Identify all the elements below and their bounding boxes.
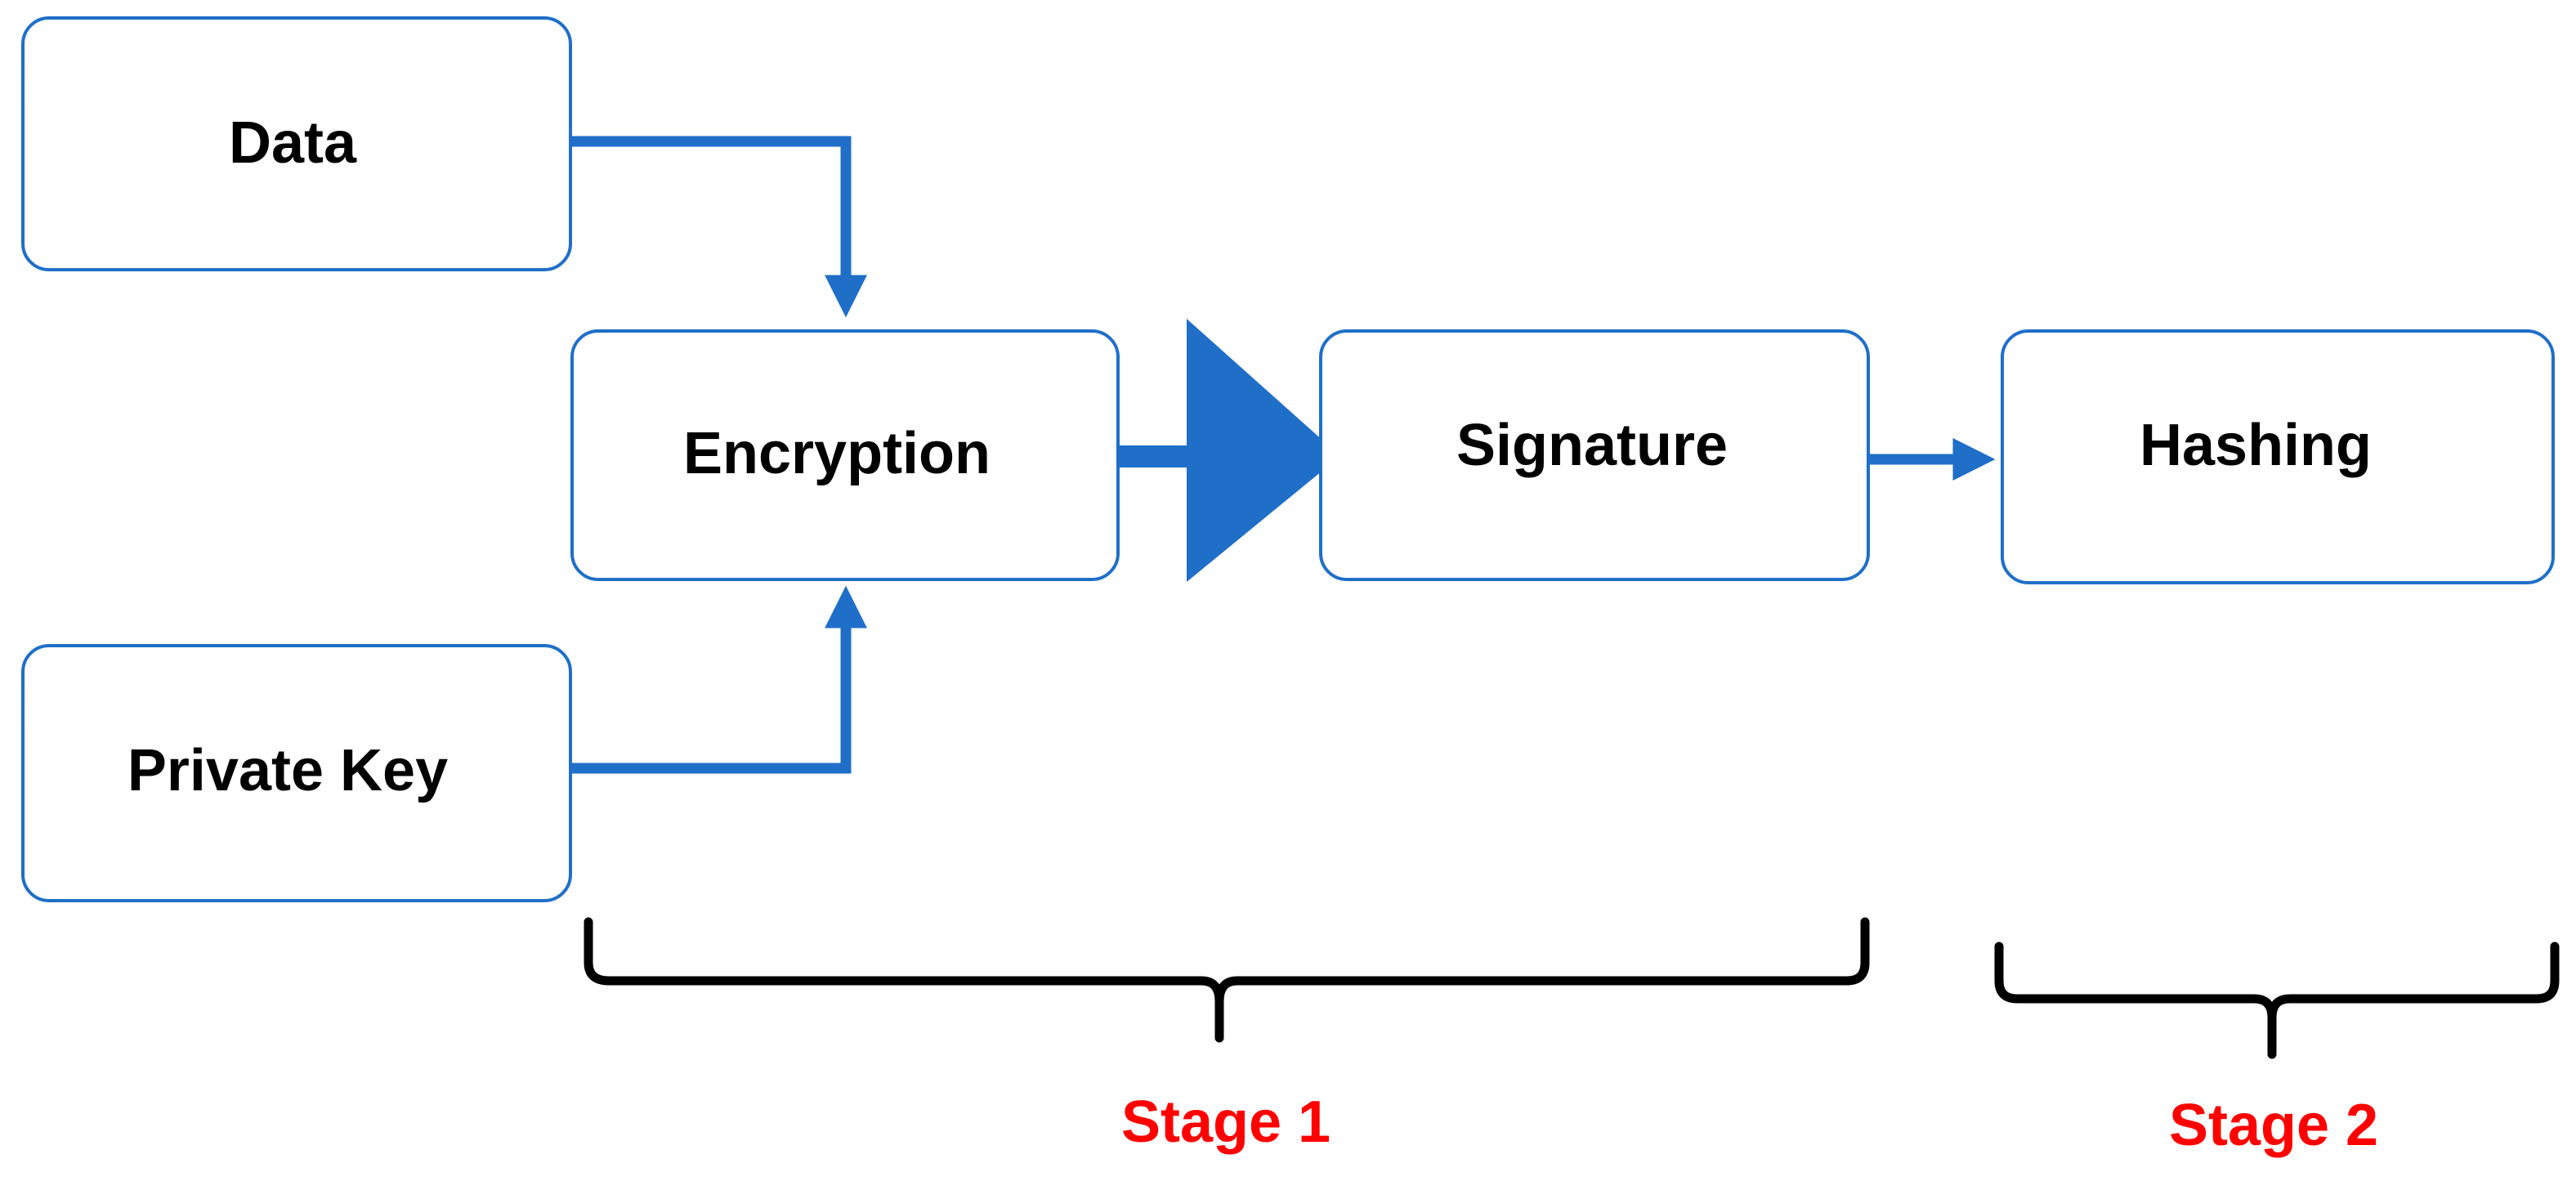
- node-encryption: Encryption: [570, 329, 1120, 581]
- block-arrow-encryption-to-signature: [1118, 319, 1340, 582]
- stage1-brace: [584, 917, 1870, 1043]
- stage2-label: Stage 2: [2169, 1093, 2378, 1158]
- node-encryption-label: Encryption: [683, 421, 991, 486]
- block-arrow-shaft: [1118, 445, 1192, 467]
- stage2-brace: [1994, 942, 2560, 1059]
- node-signature-label: Signature: [1456, 413, 1728, 478]
- node-hashing-label: Hashing: [2140, 413, 2372, 478]
- arrow-data-to-encryption: [570, 136, 867, 318]
- arrow-private-key-to-encryption: [570, 585, 867, 774]
- stage1-label: Stage 1: [1121, 1089, 1330, 1155]
- node-signature: Signature: [1319, 329, 1870, 581]
- node-hashing: Hashing: [2001, 329, 2555, 584]
- node-data-label: Data: [229, 110, 357, 176]
- node-data: Data: [21, 16, 572, 271]
- node-private-key: Private Key: [21, 644, 572, 902]
- node-private-key-label: Private Key: [127, 738, 448, 803]
